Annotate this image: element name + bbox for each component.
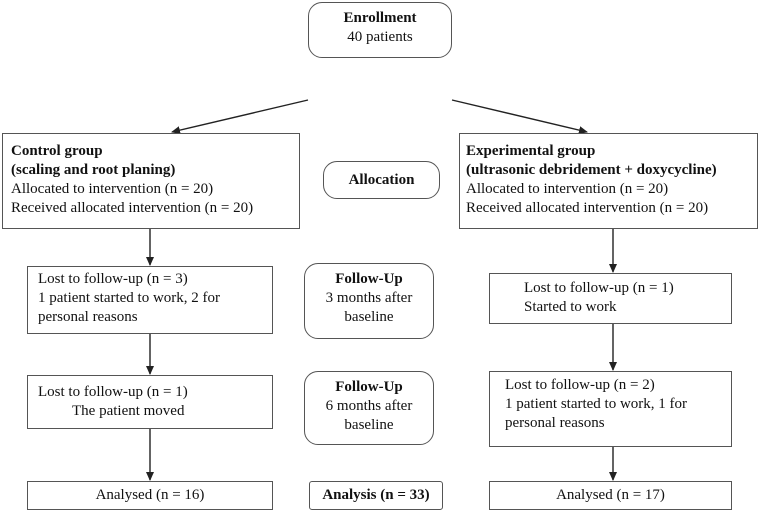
control-lost2-reason: The patient moved [72,403,185,419]
followup2-title: Follow-Up [335,379,403,395]
control-group-box: Control group (scaling and root planing)… [2,133,300,229]
enrollment-box: Enrollment 40 patients [308,2,452,58]
followup-3-months-stage: Follow-Up 3 months after baseline [304,263,434,339]
control-lost-followup-1: Lost to follow-up (n = 3) 1 patient star… [27,266,273,334]
followup2-baseline: baseline [344,417,394,433]
control-lost2-count: Lost to follow-up (n = 1) [38,384,188,400]
control-group-intervention: (scaling and root planing) [11,162,176,178]
followup1-period: 3 months after [325,290,413,306]
experimental-group-box: Experimental group (ultrasonic debrideme… [459,133,758,229]
enrollment-title: Enrollment [343,10,417,26]
followup1-baseline: baseline [344,309,394,325]
experimental-allocated: Allocated to intervention (n = 20) [466,181,669,197]
arrow-enrollment-to-experimental [451,99,588,135]
control-group-title: Control group [11,143,103,159]
arrow-enrollment-to-control [171,99,309,135]
control-lost-followup-2: Lost to follow-up (n = 1) The patient mo… [27,375,273,429]
analysis-label: Analysis (n = 33) [322,487,430,503]
experimental-lost-followup-1: Lost to follow-up (n = 1) Started to wor… [489,273,732,324]
allocation-stage: Allocation [323,161,440,199]
control-lost1-reason-1: 1 patient started to work, 2 for [38,290,221,306]
control-received: Received allocated intervention (n = 20) [11,200,254,216]
control-analysed: Analysed (n = 16) [95,487,205,503]
experimental-analysed: Analysed (n = 17) [556,487,665,503]
followup2-period: 6 months after [325,398,413,414]
enrollment-count: 40 patients [347,29,413,45]
experimental-lost1-count: Lost to follow-up (n = 1) [524,280,674,296]
control-lost1-count: Lost to follow-up (n = 3) [38,271,188,287]
experimental-group-intervention: (ultrasonic debridement + doxycycline) [466,162,717,178]
experimental-analysed-box: Analysed (n = 17) [489,481,732,510]
experimental-received: Received allocated intervention (n = 20) [466,200,709,216]
control-lost1-reason-2: personal reasons [38,309,138,325]
control-allocated: Allocated to intervention (n = 20) [11,181,214,197]
experimental-lost2-reason-2: personal reasons [505,415,605,431]
experimental-lost-followup-2: Lost to follow-up (n = 2) 1 patient star… [489,371,732,447]
followup1-title: Follow-Up [335,271,403,287]
experimental-lost1-reason: Started to work [524,299,617,315]
analysis-stage: Analysis (n = 33) [309,481,443,510]
experimental-lost2-count: Lost to follow-up (n = 2) [505,377,655,393]
allocation-label: Allocation [348,172,415,188]
experimental-group-title: Experimental group [466,143,596,159]
followup-6-months-stage: Follow-Up 6 months after baseline [304,371,434,445]
experimental-lost2-reason-1: 1 patient started to work, 1 for [505,396,688,412]
control-analysed-box: Analysed (n = 16) [27,481,273,510]
